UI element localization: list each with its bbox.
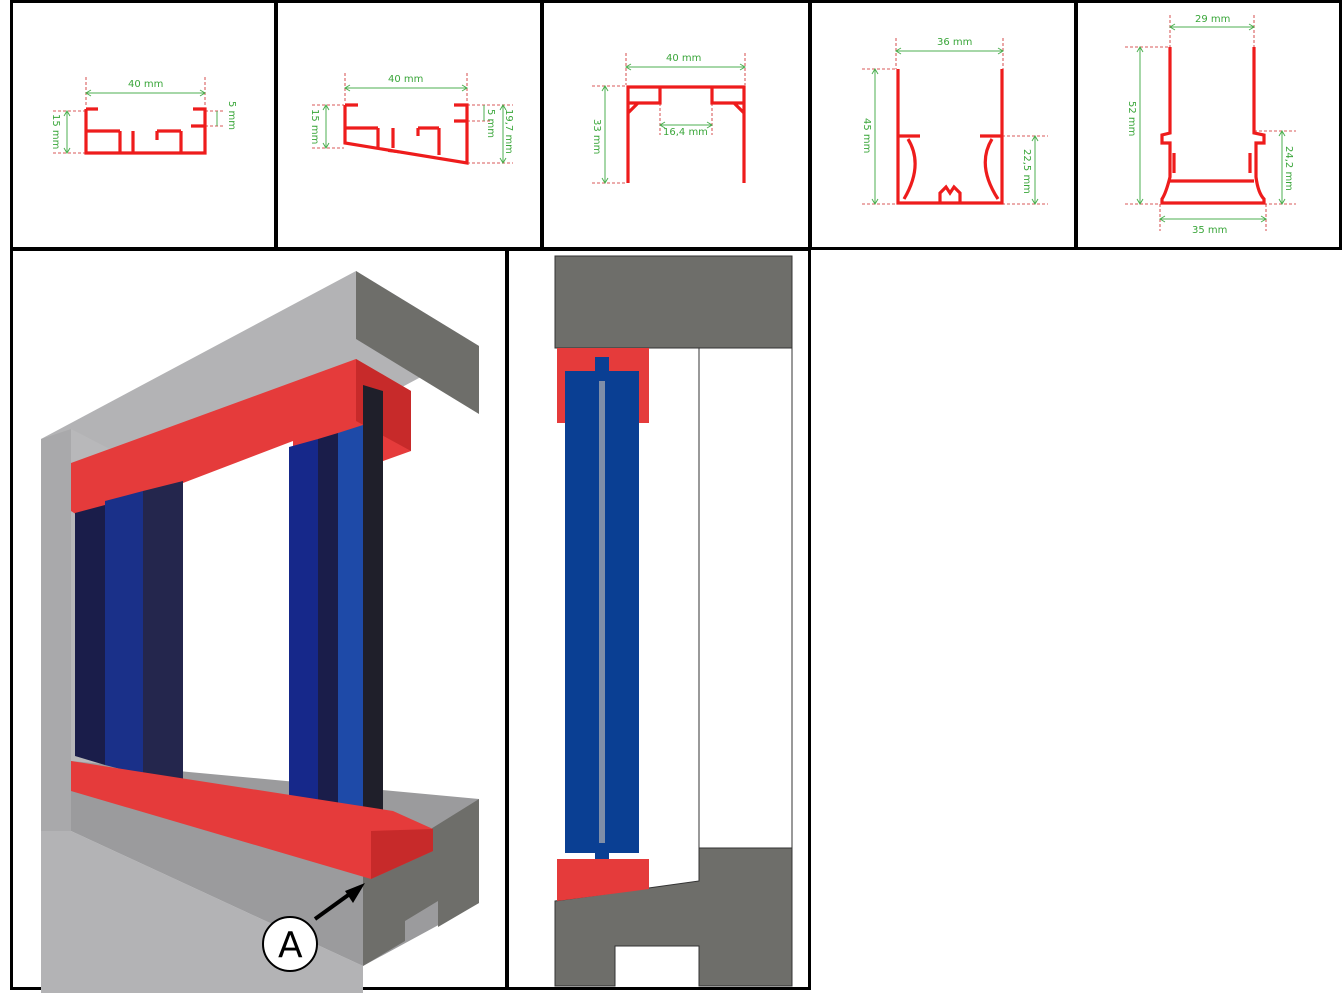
profile-1-height-label: 15 mm xyxy=(50,114,61,149)
profile-2-side-large-label: 19,7 mm xyxy=(503,109,514,154)
profile-4-shape xyxy=(896,69,1004,205)
right-panel-blue-1 xyxy=(289,439,318,816)
profile-panel-5: 29 mm 52 mm 24,2 mm 35 mm xyxy=(1075,0,1342,250)
profile-1-drawing: 40 mm 15 mm 5 mm xyxy=(50,77,237,155)
profile-1-width-label: 40 mm xyxy=(128,79,163,90)
sill-right-face xyxy=(363,799,479,966)
right-panel-mesh xyxy=(363,385,383,826)
right-panel-blue-2 xyxy=(338,425,363,826)
profile-5-drawing: 29 mm 52 mm 24,2 mm 35 mm xyxy=(1125,14,1296,236)
bottom-rail-front xyxy=(71,761,433,879)
bottom-profile-section xyxy=(557,859,649,901)
section-view xyxy=(554,255,793,987)
profile-5-height-label: 52 mm xyxy=(1126,101,1137,136)
lintel-right-face xyxy=(356,271,479,414)
profile-2-side-small-label: 5 mm xyxy=(485,109,496,138)
profile-4-side-label: 22,5 mm xyxy=(1021,149,1032,194)
section-view-panel xyxy=(506,248,811,990)
bottom-rail-end xyxy=(371,829,433,879)
profile-1-shape xyxy=(84,107,207,155)
left-panel-blue xyxy=(105,491,143,775)
profile-1-side-label: 5 mm xyxy=(226,101,237,130)
profile-3-height-label: 33 mm xyxy=(591,119,602,154)
profile-5-shape xyxy=(1160,47,1266,205)
profile-3-shape xyxy=(626,85,746,183)
lintel-section xyxy=(554,255,793,349)
profile-panel-2: 40 mm 15 mm 5 mm 19,7 mm xyxy=(275,0,543,250)
profile-3-drawing: 40 mm 33 mm 16,4 mm xyxy=(591,53,746,184)
left-panel-shade xyxy=(143,481,183,783)
profile-2-drawing: 40 mm 15 mm 5 mm 19,7 mm xyxy=(309,73,514,165)
right-panel-dark xyxy=(318,433,338,821)
inner-wall-section xyxy=(698,347,793,849)
profile-5-side-label: 24,2 mm xyxy=(1283,146,1294,191)
profile-3-width-label: 40 mm xyxy=(666,53,701,64)
profile-4-drawing: 36 mm 45 mm 22,5 mm xyxy=(861,37,1048,205)
isometric-view-panel: A xyxy=(10,248,508,993)
window-opening xyxy=(183,441,293,771)
profile-2-shape xyxy=(343,103,469,165)
jamb-left-face xyxy=(41,429,71,831)
profile-2-seal xyxy=(388,149,413,155)
profile-3-inner-label: 16,4 mm xyxy=(663,127,708,138)
profile-panel-4: 36 mm 45 mm 22,5 mm xyxy=(809,0,1077,250)
profile-panel-3: 40 mm 33 mm 16,4 mm xyxy=(541,0,811,250)
isometric-view: A xyxy=(41,271,479,993)
sill-section xyxy=(554,847,793,987)
profile-4-width-label: 36 mm xyxy=(937,37,972,48)
profile-5-bottom-label: 35 mm xyxy=(1192,225,1227,236)
callout-a-label: A xyxy=(278,925,303,966)
left-panel-dark xyxy=(75,505,105,765)
callout-a: A xyxy=(262,883,365,972)
profile-2-width-label: 40 mm xyxy=(388,74,423,85)
profile-panel-1: 40 mm 15 mm 5 mm xyxy=(10,0,277,250)
profile-2-height-label: 15 mm xyxy=(309,109,320,144)
profile-5-top-label: 29 mm xyxy=(1195,14,1230,25)
panel-slot xyxy=(599,381,605,843)
profile-4-height-label: 45 mm xyxy=(861,118,872,153)
